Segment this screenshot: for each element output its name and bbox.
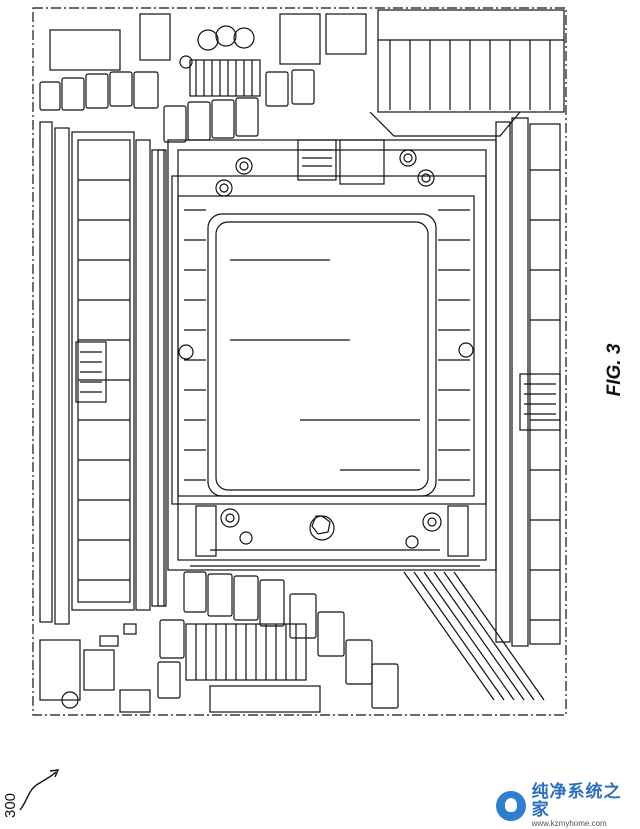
watermark-url: www.kzmyhome.com bbox=[531, 819, 607, 828]
right-memory-modules bbox=[495, 117, 561, 647]
torx-screw bbox=[311, 515, 331, 535]
figure-border bbox=[32, 7, 567, 716]
watermark-brand: 纯净系统之家 bbox=[531, 782, 622, 819]
top-right-heatsink bbox=[369, 9, 565, 137]
leader-arrow bbox=[19, 771, 57, 811]
top-left-components bbox=[39, 13, 171, 111]
reference-numeral: 300 bbox=[2, 792, 19, 818]
watermark-logo-icon bbox=[496, 791, 526, 821]
cpu-socket bbox=[167, 139, 497, 571]
top-center-components bbox=[163, 13, 367, 143]
left-memory-modules bbox=[39, 121, 167, 625]
cpu-chip bbox=[207, 213, 437, 497]
bottom-vrm-components bbox=[39, 571, 545, 713]
left-chip-array bbox=[75, 341, 107, 403]
watermark: 纯净系统之家 www.kzmyhome.com bbox=[496, 783, 638, 828]
figure-label: FIG. 3 bbox=[604, 343, 625, 397]
